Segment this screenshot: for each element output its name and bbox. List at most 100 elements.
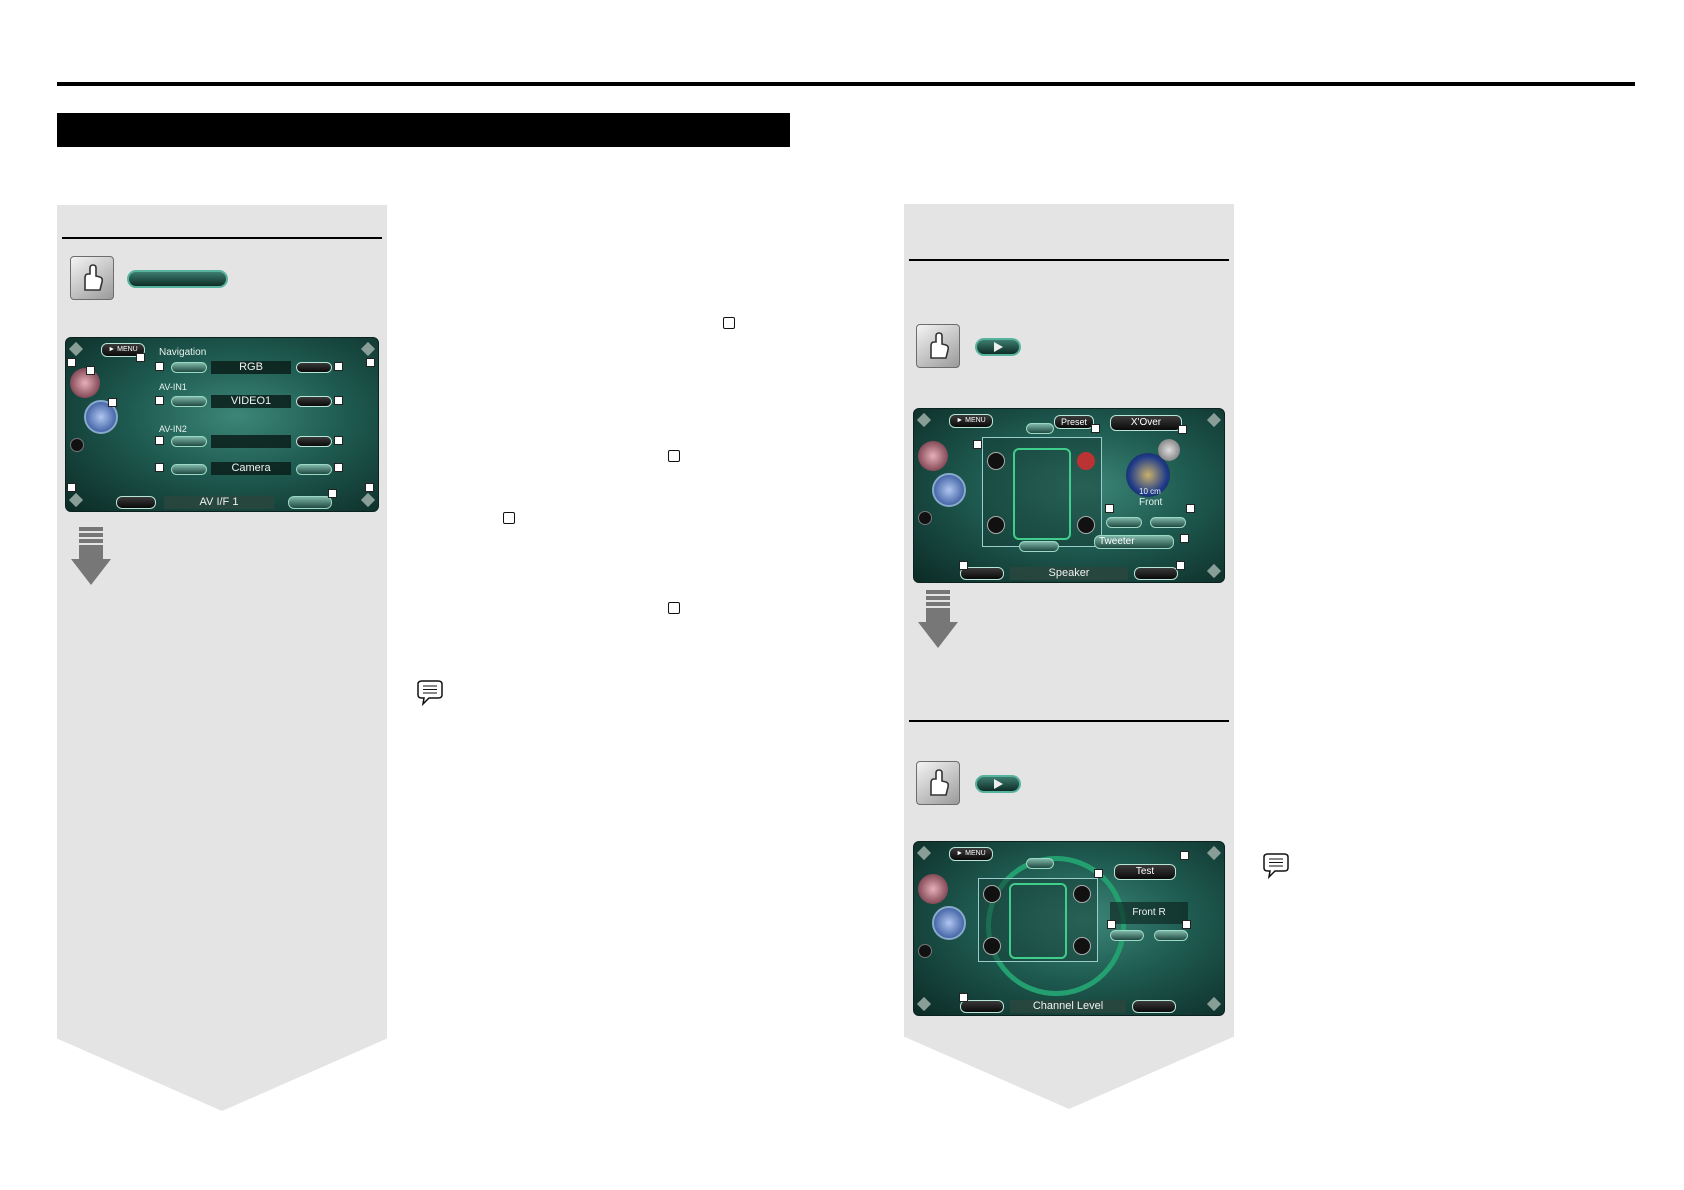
touch-hand-icon — [70, 256, 114, 300]
callout-marker — [136, 353, 145, 362]
corner-diamond — [360, 492, 376, 508]
callout-marker — [959, 561, 968, 570]
size-prev-button[interactable] — [1106, 517, 1142, 528]
footer-next-button[interactable] — [288, 496, 332, 509]
callout-marker — [365, 483, 374, 492]
car-seat-diagram — [1009, 883, 1067, 959]
edit-pencil-icon — [503, 512, 515, 524]
tweeter-button[interactable]: Tweeter — [1094, 535, 1174, 549]
speaker-mute-icon[interactable] — [918, 441, 948, 471]
row4-prev-button[interactable] — [171, 464, 207, 475]
footer-label: Channel Level — [1010, 1000, 1126, 1013]
callout-marker — [1186, 504, 1195, 513]
front-left-speaker-icon[interactable] — [987, 452, 1005, 470]
row1-value: RGB — [211, 361, 291, 374]
row1-prev-button[interactable] — [171, 362, 207, 373]
edit-pencil-icon — [723, 317, 735, 329]
callout-marker — [1176, 561, 1185, 570]
callout-marker — [1182, 920, 1191, 929]
callout-marker — [1178, 425, 1187, 434]
right-panel-divider-2 — [909, 720, 1229, 722]
callout-marker — [328, 489, 337, 498]
rear-left-speaker-icon[interactable] — [987, 516, 1005, 534]
callout-marker — [155, 362, 164, 371]
note-speech-icon — [417, 680, 443, 706]
menu-button[interactable]: ► MENU — [949, 847, 993, 861]
speaker-mute-icon[interactable] — [918, 874, 948, 904]
center-channel-button[interactable] — [1026, 858, 1054, 869]
row3-prev-button[interactable] — [171, 436, 207, 447]
rear-right-channel-icon[interactable] — [1073, 937, 1091, 955]
footer-prev-button[interactable] — [116, 496, 156, 509]
xover-button[interactable]: X'Over — [1110, 415, 1182, 431]
next-pill-button[interactable] — [975, 775, 1021, 793]
row1-next-button[interactable] — [296, 362, 332, 373]
settings-knob-icon[interactable] — [918, 511, 932, 525]
edit-pencil-icon — [668, 450, 680, 462]
footer-next-button[interactable] — [1134, 567, 1178, 580]
callout-marker — [366, 358, 375, 367]
front-right-channel-icon[interactable] — [1073, 885, 1091, 903]
corner-diamond — [1206, 845, 1222, 861]
setup-pill-button[interactable] — [127, 270, 228, 288]
menu-button[interactable]: ► MENU — [949, 414, 993, 428]
front-left-channel-icon[interactable] — [983, 885, 1001, 903]
next-pill-button[interactable] — [975, 338, 1021, 356]
test-button[interactable]: Test — [1114, 864, 1176, 880]
row2-prev-button[interactable] — [171, 396, 207, 407]
row-label-navigation: Navigation — [159, 347, 207, 358]
right-panel-divider-1 — [909, 259, 1229, 261]
callout-marker — [155, 463, 164, 472]
channel-name: Front R — [1110, 902, 1188, 924]
subwoofer-button[interactable] — [1019, 541, 1059, 552]
row-label-av-in2: AV-IN2 — [159, 424, 187, 434]
callout-marker — [86, 366, 95, 375]
footer-label: Speaker — [1010, 567, 1128, 580]
callout-marker — [155, 396, 164, 405]
callout-marker — [334, 436, 343, 445]
callout-marker — [334, 362, 343, 371]
footer-next-button[interactable] — [1132, 1000, 1176, 1013]
corner-diamond — [68, 492, 84, 508]
edit-pencil-icon — [668, 602, 680, 614]
channel-level-screen: ► MENU Test Front R Channel Level — [913, 841, 1225, 1016]
return-icon[interactable] — [932, 473, 966, 507]
preset-button[interactable]: Preset — [1054, 415, 1094, 429]
callout-marker — [1094, 869, 1103, 878]
left-panel-divider — [62, 237, 382, 239]
level-down-button[interactable] — [1110, 930, 1144, 941]
row-label-av-in1: AV-IN1 — [159, 382, 187, 392]
row2-value: VIDEO1 — [211, 395, 291, 408]
callout-marker — [1180, 534, 1189, 543]
corner-diamond — [360, 341, 376, 357]
level-up-button[interactable] — [1154, 930, 1188, 941]
speaker-layout-box — [982, 437, 1102, 547]
menu-button[interactable]: ► MENU — [101, 343, 145, 357]
row3-next-button[interactable] — [296, 436, 332, 447]
footer-prev-button[interactable] — [960, 1000, 1004, 1013]
row3-value — [211, 435, 291, 448]
size-next-button[interactable] — [1150, 517, 1186, 528]
down-arrow-icon — [918, 590, 958, 648]
return-icon[interactable] — [932, 906, 966, 940]
corner-diamond — [1206, 563, 1222, 579]
speaker-setup-screen: ► MENU Preset X'Over 10 cm Front Tweeter… — [913, 408, 1225, 583]
callout-marker — [67, 358, 76, 367]
tweeter-icon — [1158, 439, 1180, 461]
callout-marker — [959, 993, 968, 1002]
callout-marker — [108, 398, 117, 407]
front-right-speaker-icon[interactable] — [1077, 452, 1095, 470]
settings-knob-icon[interactable] — [918, 944, 932, 958]
rear-right-speaker-icon[interactable] — [1077, 516, 1095, 534]
speaker-mute-icon[interactable] — [70, 368, 100, 398]
rear-left-channel-icon[interactable] — [983, 937, 1001, 955]
footer-prev-button[interactable] — [960, 567, 1004, 580]
callout-marker — [1105, 504, 1114, 513]
car-seat-diagram — [1013, 448, 1071, 540]
speaker-size-label: 10 cm — [1139, 487, 1161, 496]
row4-next-button[interactable] — [296, 464, 332, 475]
center-speaker-button[interactable] — [1026, 423, 1054, 434]
settings-knob-icon[interactable] — [70, 438, 84, 452]
callout-marker — [334, 396, 343, 405]
row2-next-button[interactable] — [296, 396, 332, 407]
